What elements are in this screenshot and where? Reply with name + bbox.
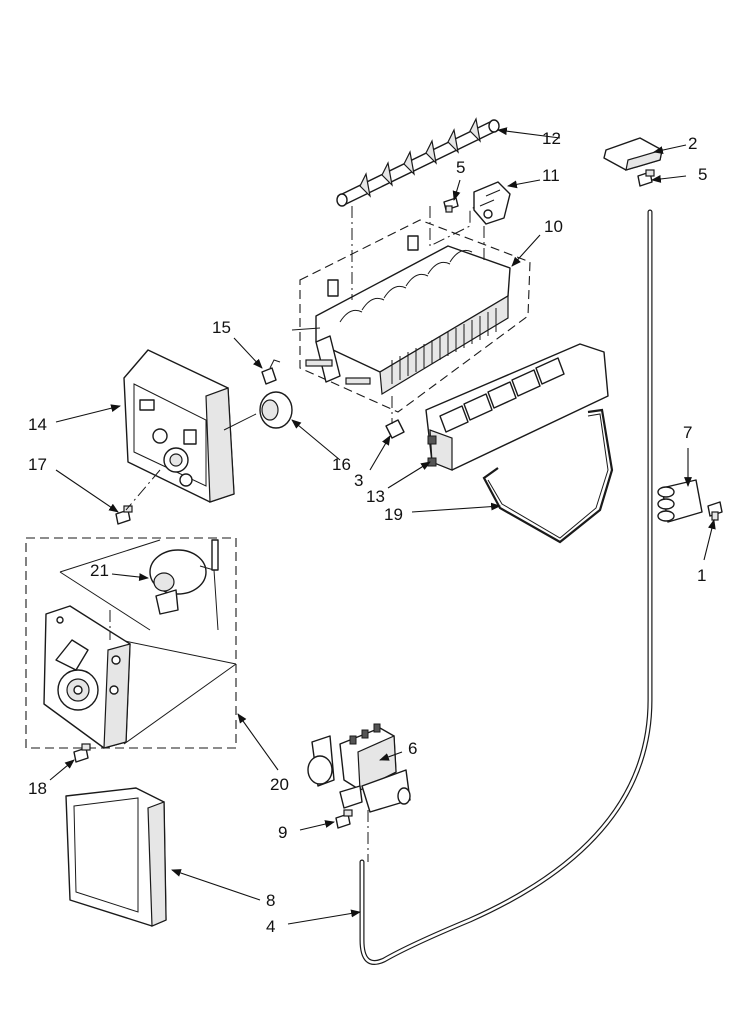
part-2-bracket <box>603 137 663 171</box>
part-14-housing <box>123 349 235 503</box>
callout-18: 18 <box>28 779 47 798</box>
part-4-water-tube <box>359 209 653 965</box>
part-1-screw <box>707 501 723 521</box>
part-8-cover <box>65 787 167 927</box>
part-3-clip <box>385 419 405 439</box>
part-19-shutoff-arm <box>482 408 614 544</box>
callout-3: 3 <box>354 471 363 490</box>
callout-12: 12 <box>542 129 561 148</box>
part-10-ice-mold <box>291 219 531 413</box>
callout-8: 8 <box>266 891 275 910</box>
part-20-motor-module <box>25 537 237 749</box>
part-17-screw <box>115 505 133 525</box>
callout-7: 7 <box>683 423 692 442</box>
assembly-lines <box>109 205 485 862</box>
part-13-stripper <box>425 343 609 471</box>
part-7-clamp <box>657 479 703 523</box>
callout-4: 4 <box>266 917 275 936</box>
callout-16: 16 <box>332 455 351 474</box>
callout-2: 2 <box>688 134 697 153</box>
part-15-clip <box>261 359 281 385</box>
callout-20: 20 <box>270 775 289 794</box>
callout-leaders <box>49 127 716 925</box>
part-16-thermostat <box>223 391 293 431</box>
part-18-screw <box>73 743 91 763</box>
callout-10: 10 <box>544 217 563 236</box>
part-6-water-valve <box>307 723 411 813</box>
callout-15: 15 <box>212 318 231 337</box>
callout-21: 21 <box>90 561 109 580</box>
callout-numbers: 12 2 5 5 11 10 15 14 16 3 13 19 17 21 7 … <box>28 129 707 936</box>
part-11-bracket <box>473 181 511 225</box>
callout-9: 9 <box>278 823 287 842</box>
part-9-screw <box>335 809 353 829</box>
callout-11: 11 <box>542 166 560 185</box>
callout-19: 19 <box>384 505 403 524</box>
callout-17: 17 <box>28 455 47 474</box>
part-21-motor <box>149 539 219 631</box>
part-5-screw-right <box>637 169 655 187</box>
callout-6: 6 <box>408 739 417 758</box>
part-12-ejector <box>336 117 500 207</box>
callout-5-right: 5 <box>698 165 707 184</box>
callout-14: 14 <box>28 415 47 434</box>
part-5-screw-upper <box>443 197 459 213</box>
callout-5-upper: 5 <box>456 158 465 177</box>
callout-1: 1 <box>697 566 706 585</box>
callout-13: 13 <box>366 487 385 506</box>
